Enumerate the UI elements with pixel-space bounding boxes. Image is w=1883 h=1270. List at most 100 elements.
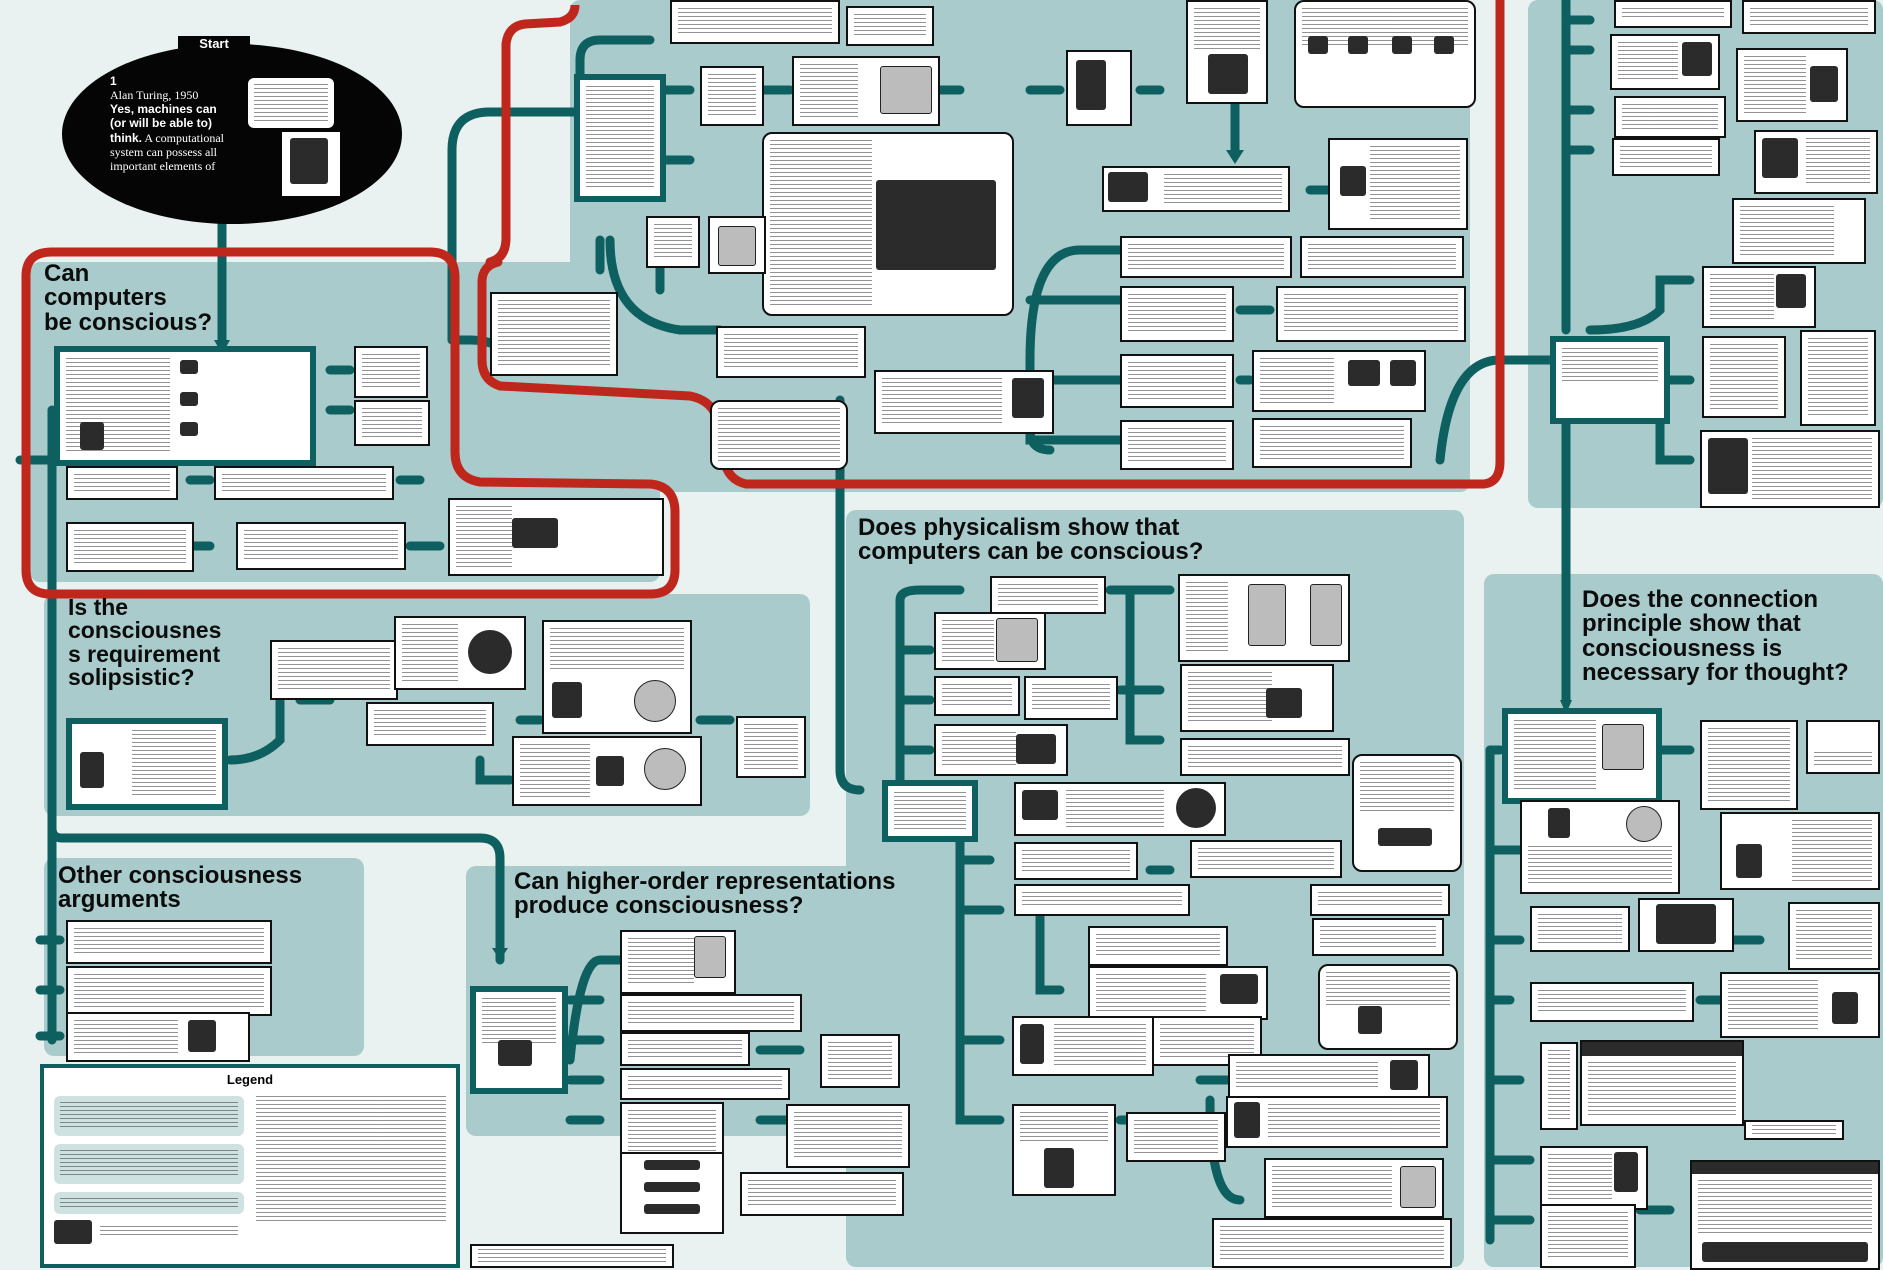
argument-card [708, 216, 766, 274]
start-claim-bold: Yes, machines can (or will be able to) t… [110, 102, 217, 145]
start-claim-rest: A computational system can possess all i… [110, 130, 224, 173]
argument-card [1540, 1204, 1636, 1268]
argument-card [1252, 418, 1412, 468]
legend-notes [256, 1096, 446, 1224]
argument-card [1736, 48, 1848, 122]
start-claim-author: Alan Turing, 1950 [110, 88, 199, 103]
argument-card [934, 724, 1068, 776]
argument-card [700, 66, 764, 126]
argument-card [1502, 708, 1662, 804]
argument-card [394, 616, 526, 690]
argument-card [1520, 800, 1680, 894]
argument-card [1720, 812, 1880, 890]
start-claim-number: 1 [110, 74, 117, 88]
turing-quote-bubble [248, 78, 334, 128]
argument-card [1180, 738, 1350, 776]
argument-card [1120, 236, 1292, 278]
heading-can-computers-be-conscious: Can computers be conscious? [44, 260, 213, 336]
argument-card [620, 1068, 790, 1100]
argument-card [1754, 130, 1878, 194]
argument-card [512, 736, 702, 806]
argument-card [1328, 138, 1468, 230]
legend-title: Legend [226, 1072, 274, 1087]
argument-card [1700, 720, 1798, 810]
argument-card [236, 522, 406, 570]
argument-card [1788, 902, 1880, 970]
start-label: Start [178, 36, 250, 52]
argument-card [740, 1172, 904, 1216]
legend-row [54, 1220, 244, 1244]
heading-physicalism: Does physicalism show that computers can… [858, 514, 1204, 566]
argument-card [1294, 0, 1476, 108]
turing-portrait [282, 132, 340, 196]
argument-card [1088, 966, 1268, 1020]
argument-card [1702, 266, 1816, 328]
argument-card [874, 370, 1054, 434]
argument-card [1610, 34, 1720, 90]
argument-card [1700, 430, 1880, 508]
argument-card [1264, 1158, 1444, 1218]
argument-card [1276, 286, 1466, 342]
argument-card [1088, 926, 1228, 966]
argument-card [1310, 884, 1450, 916]
argument-card [470, 986, 568, 1094]
argument-card [1318, 964, 1458, 1050]
argument-card [214, 466, 394, 500]
argument-card [1580, 1040, 1744, 1126]
argument-card [1180, 664, 1334, 732]
argument-card [1024, 676, 1118, 720]
argument-card [66, 1012, 250, 1062]
argument-card [448, 498, 664, 576]
argument-card [354, 346, 428, 398]
legend-row [54, 1144, 244, 1184]
heading-higher-order: Can higher-order representations produce… [514, 868, 896, 920]
argument-card [1352, 754, 1462, 872]
argument-card [1742, 0, 1876, 34]
argument-card [620, 1152, 724, 1234]
argument-card [620, 994, 802, 1032]
argument-card [670, 0, 840, 44]
footer-note [470, 1244, 674, 1268]
argument-card [1178, 574, 1350, 662]
argument-card [1012, 1016, 1154, 1076]
heading-other-arguments: Other consciousness arguments [58, 862, 303, 914]
argument-card [1120, 354, 1234, 408]
argument-card [490, 292, 618, 376]
argument-card [542, 620, 692, 734]
argument-card [786, 1104, 910, 1168]
argument-card [934, 612, 1046, 670]
argument-card [66, 920, 272, 964]
argument-card [1612, 138, 1720, 176]
argument-card [66, 522, 194, 572]
argument-card [54, 346, 316, 466]
argument-card [1300, 236, 1464, 278]
argument-card [934, 676, 1020, 716]
argument-card [1800, 330, 1876, 426]
argument-card [792, 56, 940, 126]
start-node [62, 44, 402, 224]
argument-card [1190, 840, 1342, 878]
argument-card [820, 1034, 900, 1088]
argument-card [366, 702, 494, 746]
heading-solipsistic: Is the consciousnes s requirement solips… [68, 594, 222, 691]
argument-card [1212, 1218, 1452, 1268]
argument-card [1702, 336, 1786, 418]
argument-card [1530, 982, 1694, 1022]
argument-card [1252, 350, 1426, 412]
argument-card [990, 576, 1106, 614]
argument-card [1530, 906, 1630, 952]
start-claim: 1 Alan Turing, 1950 Yes, machines can (o… [110, 74, 230, 173]
argument-card [716, 326, 866, 378]
argument-card [1540, 1042, 1578, 1130]
argument-card [66, 966, 272, 1016]
argument-card [66, 718, 228, 810]
argument-card [846, 6, 934, 46]
legend: Legend [40, 1064, 460, 1268]
argument-card [270, 640, 398, 700]
argument-card [1614, 96, 1726, 138]
legend-row [54, 1192, 244, 1214]
legend-row [54, 1096, 244, 1136]
argument-card [1550, 336, 1670, 424]
argument-card [1228, 1054, 1430, 1098]
